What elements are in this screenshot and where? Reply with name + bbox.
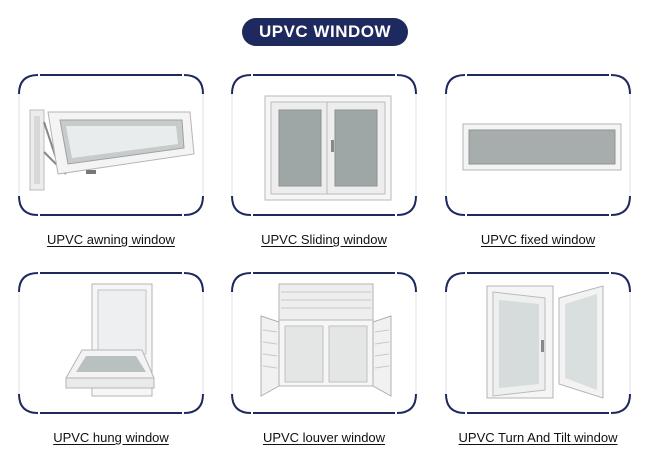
caption-awning[interactable]: UPVC awning window <box>47 232 175 247</box>
awning-window-icon <box>29 109 195 191</box>
card-frame <box>231 272 417 414</box>
product-card-fixed[interactable] <box>445 74 631 216</box>
card-frame <box>445 74 631 216</box>
fixed-window-icon <box>462 123 622 171</box>
product-card-sliding[interactable] <box>231 74 417 216</box>
caption-hung[interactable]: UPVC hung window <box>53 430 169 445</box>
page-title: UPVC WINDOW <box>242 18 408 46</box>
turn-tilt-window-icon <box>486 285 604 399</box>
product-card-louver[interactable] <box>231 272 417 414</box>
caption-turn-tilt[interactable]: UPVC Turn And Tilt window <box>458 430 618 445</box>
product-card-awning[interactable] <box>18 74 204 216</box>
hung-window-icon <box>65 283 155 397</box>
card-frame <box>18 74 204 216</box>
card-frame <box>445 272 631 414</box>
card-frame <box>231 74 417 216</box>
caption-sliding[interactable]: UPVC Sliding window <box>261 232 387 247</box>
caption-louver[interactable]: UPVC louver window <box>262 430 386 445</box>
product-card-turn-tilt[interactable] <box>445 272 631 414</box>
sliding-window-icon <box>264 95 392 201</box>
product-card-hung[interactable] <box>18 272 204 414</box>
caption-fixed[interactable]: UPVC fixed window <box>480 232 596 247</box>
card-frame <box>18 272 204 414</box>
louver-window-icon <box>260 283 392 397</box>
